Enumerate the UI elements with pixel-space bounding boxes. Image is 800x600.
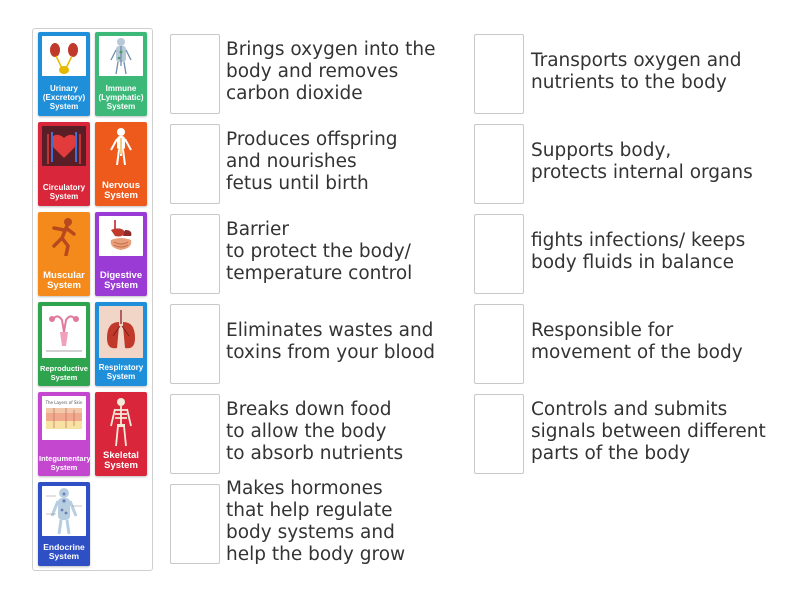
card-circulatory-system[interactable]: Circulatory System xyxy=(38,122,90,206)
drop-slot-left-3[interactable] xyxy=(170,214,220,294)
card-integumentary-system[interactable]: The Layers of Skin Integumentary System xyxy=(38,392,90,476)
card-label: Immune (Lymphatic) System xyxy=(98,84,144,112)
card-label: Integumentary System xyxy=(39,454,90,472)
drop-slot-right-1[interactable] xyxy=(474,34,524,114)
drop-slot-left-6[interactable] xyxy=(170,484,220,564)
respiratory-system-image xyxy=(99,306,143,358)
skeletal-system-image xyxy=(99,396,143,448)
drop-slot-right-3[interactable] xyxy=(474,214,524,294)
card-label: Muscular System xyxy=(43,269,85,292)
card-label: Nervous System xyxy=(101,179,140,202)
circulatory-system-image xyxy=(42,126,86,166)
description-left-2: Produces offspring and nourishes fetus u… xyxy=(226,129,398,194)
muscular-system-image xyxy=(42,216,86,256)
description-right-2: Supports body, protects internal organs xyxy=(531,140,753,183)
description-right-5: Controls and submits signals between dif… xyxy=(531,399,766,464)
card-digestive-system[interactable]: Digestive System xyxy=(95,212,147,296)
drop-slot-right-4[interactable] xyxy=(474,304,524,384)
card-skeletal-system[interactable]: Skeletal System xyxy=(95,392,147,476)
urinary-system-image xyxy=(42,36,86,76)
skin-diagram-title: The Layers of Skin xyxy=(45,400,83,405)
card-label: Digestive System xyxy=(99,269,143,292)
drop-slot-left-4[interactable] xyxy=(170,304,220,384)
card-tray xyxy=(32,28,153,571)
description-right-3: fights infections/ keeps body fluids in … xyxy=(531,230,746,273)
description-left-3: Barrier to protect the body/ temperature… xyxy=(226,219,413,284)
card-endocrine-system[interactable]: Endocrine System xyxy=(38,482,90,566)
description-right-4: Responsible for movement of the body xyxy=(531,320,743,363)
integumentary-system-image: The Layers of Skin xyxy=(42,396,86,440)
nervous-system-image xyxy=(99,126,143,166)
description-left-1: Brings oxygen into the body and removes … xyxy=(226,39,436,104)
description-left-5: Breaks down food to allow the body to ab… xyxy=(226,399,404,464)
card-label: Skeletal System xyxy=(103,449,139,472)
card-reproductive-system[interactable]: Reproductive System xyxy=(38,302,90,386)
card-respiratory-system[interactable]: Respiratory System xyxy=(95,302,147,386)
drop-slot-left-5[interactable] xyxy=(170,394,220,474)
immune-system-image xyxy=(99,36,143,76)
card-urinary-system[interactable]: Urinary (Excretory) System xyxy=(38,32,90,116)
card-label: Urinary (Excretory) System xyxy=(42,84,86,112)
drop-slot-left-2[interactable] xyxy=(170,124,220,204)
drop-slot-left-1[interactable] xyxy=(170,34,220,114)
digestive-system-image xyxy=(99,216,143,256)
endocrine-system-image xyxy=(42,486,86,536)
description-left-6: Makes hormones that help regulate body s… xyxy=(226,478,406,565)
description-left-4: Eliminates wastes and toxins from your b… xyxy=(226,320,436,363)
description-right-1: Transports oxygen and nutrients to the b… xyxy=(531,50,742,93)
card-label: Respiratory System xyxy=(98,363,144,382)
card-label: Endocrine System xyxy=(43,541,85,562)
card-label: Reproductive System xyxy=(40,364,88,382)
card-immune-system[interactable]: Immune (Lymphatic) System xyxy=(95,32,147,116)
drop-slot-right-5[interactable] xyxy=(474,394,524,474)
card-label: Circulatory System xyxy=(42,183,86,202)
drop-slot-right-2[interactable] xyxy=(474,124,524,204)
card-muscular-system[interactable]: Muscular System xyxy=(38,212,90,296)
reproductive-system-image xyxy=(42,306,86,358)
card-nervous-system[interactable]: Nervous System xyxy=(95,122,147,206)
